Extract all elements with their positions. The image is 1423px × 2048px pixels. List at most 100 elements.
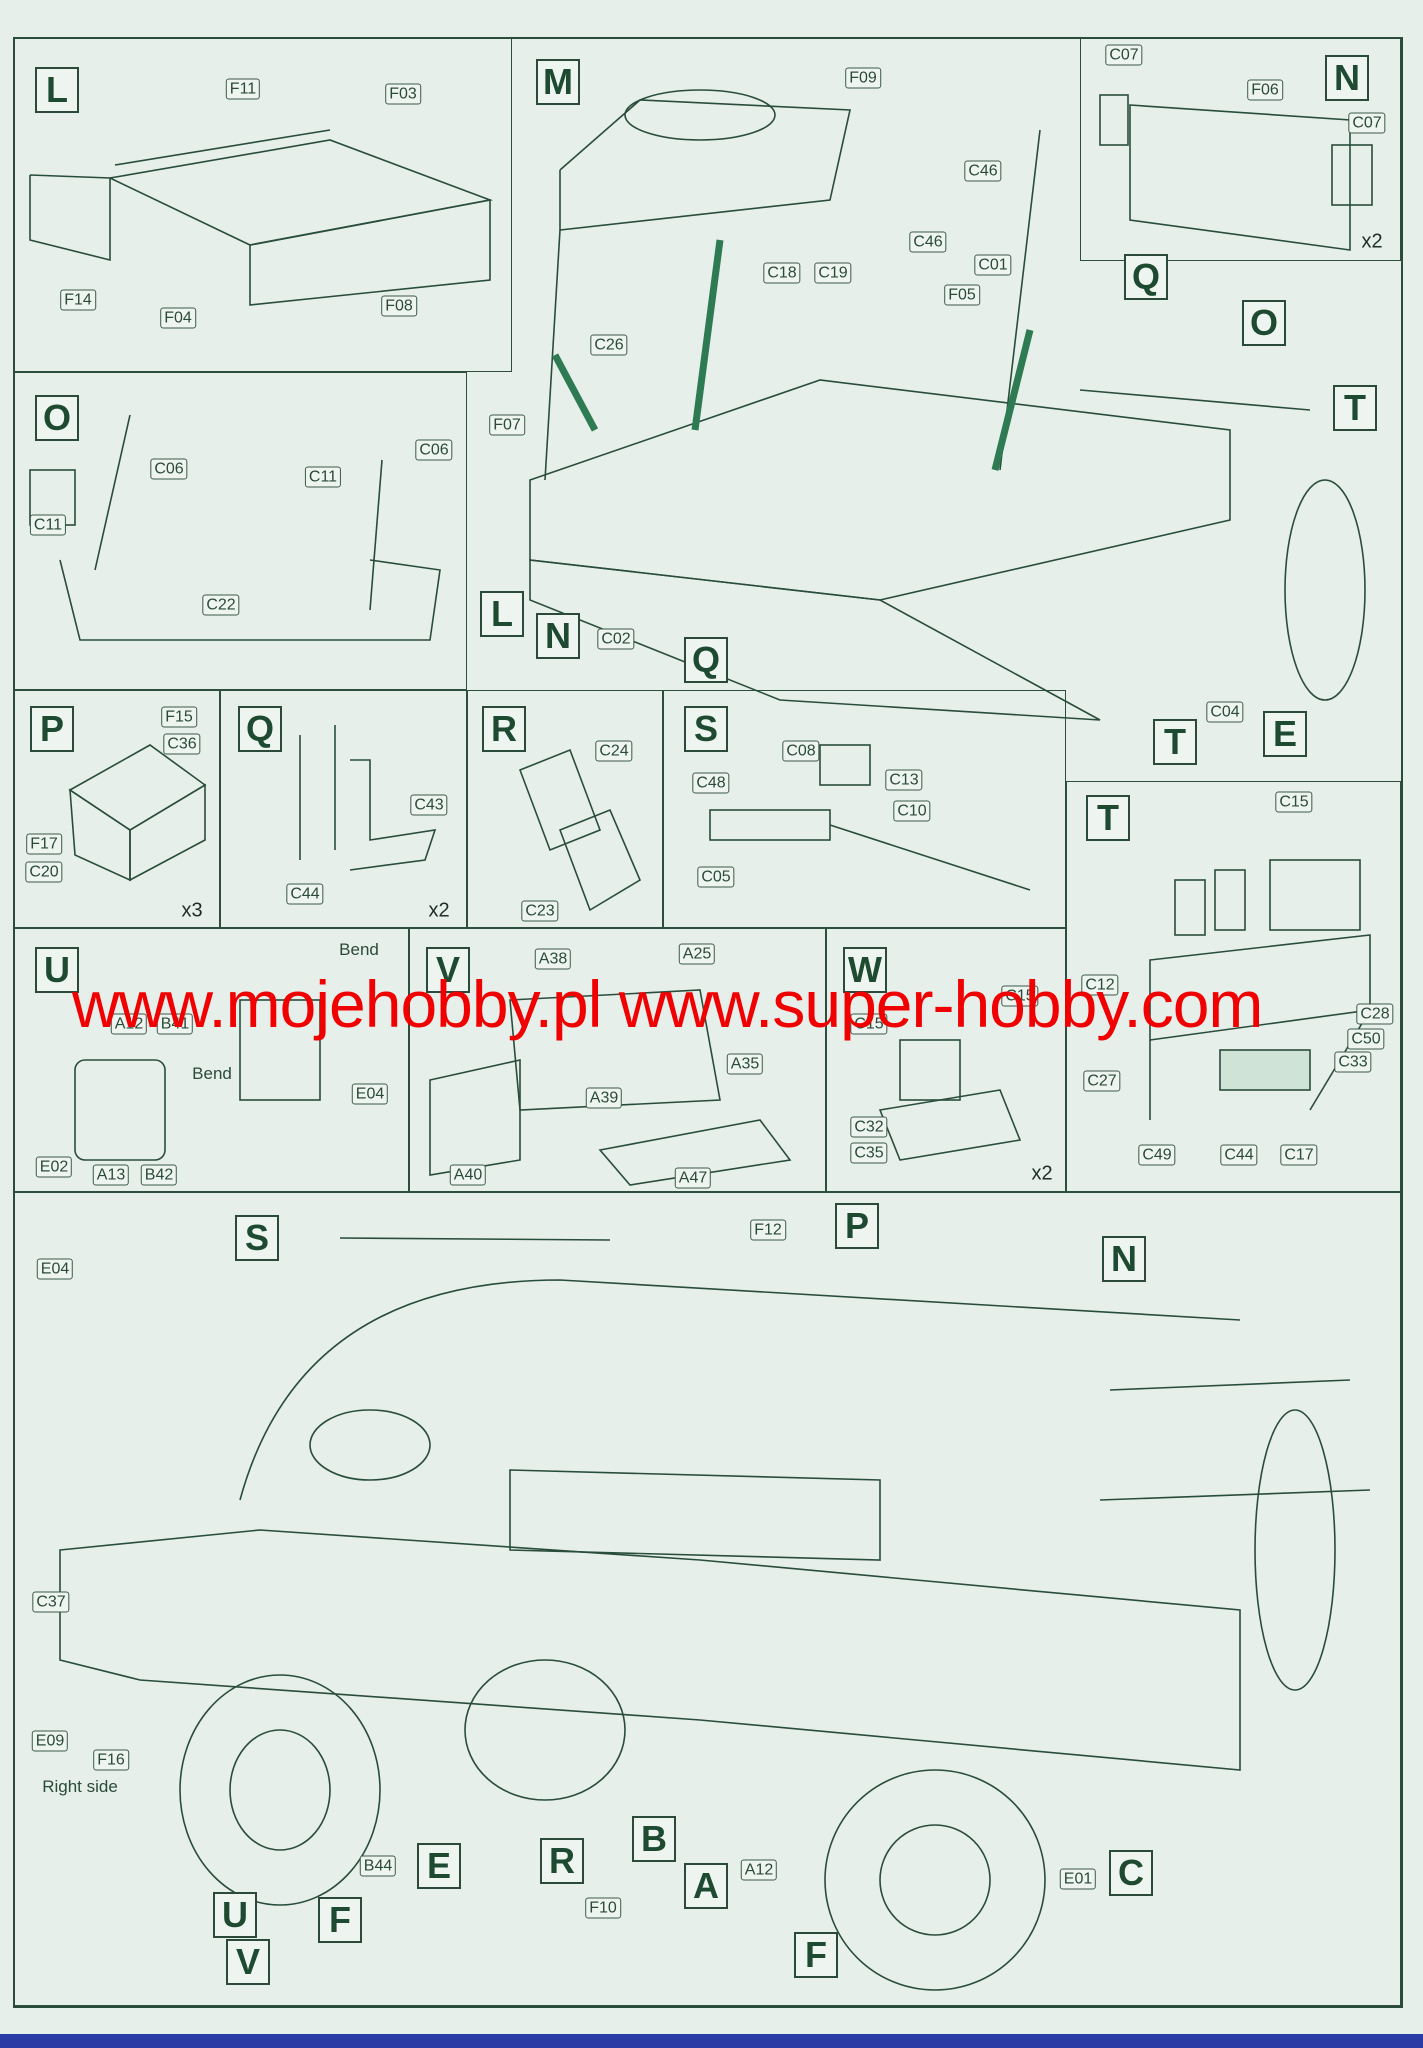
part-label: A38: [534, 948, 572, 970]
ref-label: T: [1333, 385, 1377, 431]
part-label: A25: [678, 943, 716, 965]
part-label: F16: [93, 1749, 129, 1771]
panel-T: [1066, 781, 1401, 1192]
panel-P: [13, 690, 220, 928]
plates-drawing-V: [429, 989, 792, 1186]
part-label: C12: [1081, 974, 1119, 996]
part-label: C17: [1280, 1144, 1318, 1166]
part-label: C01: [974, 254, 1012, 276]
cargo-bed-drawing-L: [29, 129, 493, 306]
part-label: C11: [29, 514, 67, 536]
panel-V: [409, 928, 826, 1192]
ref-label: P: [835, 1203, 879, 1249]
part-label: B42: [140, 1164, 178, 1186]
part-label: C06: [415, 439, 453, 461]
part-label: A47: [674, 1167, 712, 1189]
part-label: C23: [521, 900, 559, 922]
panel-L: [13, 37, 512, 372]
scan-edge: [0, 2034, 1423, 2048]
step-label-R: R: [482, 706, 526, 752]
panel-O: [13, 372, 467, 690]
part-label: C26: [590, 334, 628, 356]
part-label: F17: [26, 833, 62, 855]
multiplier: x2: [1361, 230, 1383, 253]
part-label: C48: [692, 772, 730, 794]
part-label: E04: [36, 1258, 74, 1280]
ref-label: F: [794, 1932, 838, 1978]
smoke-launcher-drawing-W: [878, 1039, 1022, 1161]
ref-label: E: [1263, 711, 1307, 757]
part-label: B41: [156, 1013, 194, 1035]
ref-label: T: [1153, 719, 1197, 765]
panel-Q: [220, 690, 467, 928]
step-label-U: U: [35, 947, 79, 993]
ref-label: B: [632, 1816, 676, 1862]
ref-label: L: [480, 591, 524, 637]
part-label: C15: [1001, 985, 1039, 1007]
part-label: C07: [1348, 112, 1386, 134]
part-label: C04: [1206, 701, 1244, 723]
part-label: C18: [763, 262, 801, 284]
bend-note: Bend: [192, 1064, 232, 1083]
ref-label: R: [540, 1838, 584, 1884]
box-drawing-R: [518, 748, 642, 912]
part-label: C44: [1220, 1144, 1258, 1166]
part-label: C15: [850, 1013, 888, 1035]
part-label: F04: [160, 307, 196, 329]
part-label: C35: [850, 1142, 888, 1164]
step-label-S: S: [684, 706, 728, 752]
part-label: C24: [595, 740, 633, 762]
part-label: C46: [909, 231, 947, 253]
ref-label: V: [226, 1939, 270, 1985]
step-label-O: O: [35, 395, 79, 441]
part-label: F14: [60, 289, 96, 311]
part-label: A40: [449, 1164, 487, 1186]
part-label: C50: [1347, 1028, 1385, 1050]
step-label-Q: Q: [238, 706, 282, 752]
ref-label: N: [1102, 1236, 1146, 1282]
part-label: C37: [32, 1591, 70, 1613]
right-side-note: Right side: [42, 1777, 118, 1796]
part-label: C46: [964, 160, 1002, 182]
part-label: A39: [585, 1087, 623, 1109]
machine-gun-drawing-S: [709, 744, 1031, 891]
ref-label: E: [417, 1843, 461, 1889]
part-label: C43: [410, 794, 448, 816]
ref-label: S: [235, 1215, 279, 1261]
part-label: C49: [1138, 1144, 1176, 1166]
multiplier: x3: [181, 899, 203, 922]
part-label: C08: [782, 740, 820, 762]
part-label: E01: [1059, 1868, 1097, 1890]
part-label: F09: [845, 67, 881, 89]
ref-label: Q: [1124, 254, 1168, 300]
part-label: C10: [893, 800, 931, 822]
step-label-T: T: [1086, 795, 1130, 841]
step-label-P: P: [30, 706, 74, 752]
part-label: E09: [31, 1730, 69, 1752]
part-label: A13: [92, 1164, 130, 1186]
ref-label: O: [1242, 300, 1286, 346]
part-label: C22: [202, 594, 240, 616]
step-label-M: M: [536, 59, 580, 105]
vehicle-drawing-final: [59, 1237, 1371, 1991]
part-label: C36: [163, 733, 201, 755]
part-label: C05: [697, 866, 735, 888]
part-label: F15: [161, 706, 197, 728]
part-label: C02: [597, 628, 635, 650]
panel-N: [1080, 37, 1401, 261]
part-label: C33: [1334, 1051, 1372, 1073]
part-label: C27: [1083, 1070, 1121, 1092]
ref-label: N: [536, 613, 580, 659]
part-label: F12: [750, 1219, 786, 1241]
ref-label: Q: [684, 637, 728, 683]
bend-note: Bend: [339, 940, 379, 959]
ref-label: U: [213, 1892, 257, 1938]
ammo-box-drawing-P: [68, 744, 207, 882]
part-label: B44: [359, 1855, 397, 1877]
watermark: www.mojehobby.pl www.super-hobby.com: [72, 967, 1263, 1041]
part-label: A12: [740, 1859, 778, 1881]
multiplier: x2: [428, 899, 450, 922]
panel-final: [13, 1192, 1401, 2006]
part-label: F07: [489, 414, 525, 436]
jerrycan-drawing-U: [74, 999, 321, 1161]
